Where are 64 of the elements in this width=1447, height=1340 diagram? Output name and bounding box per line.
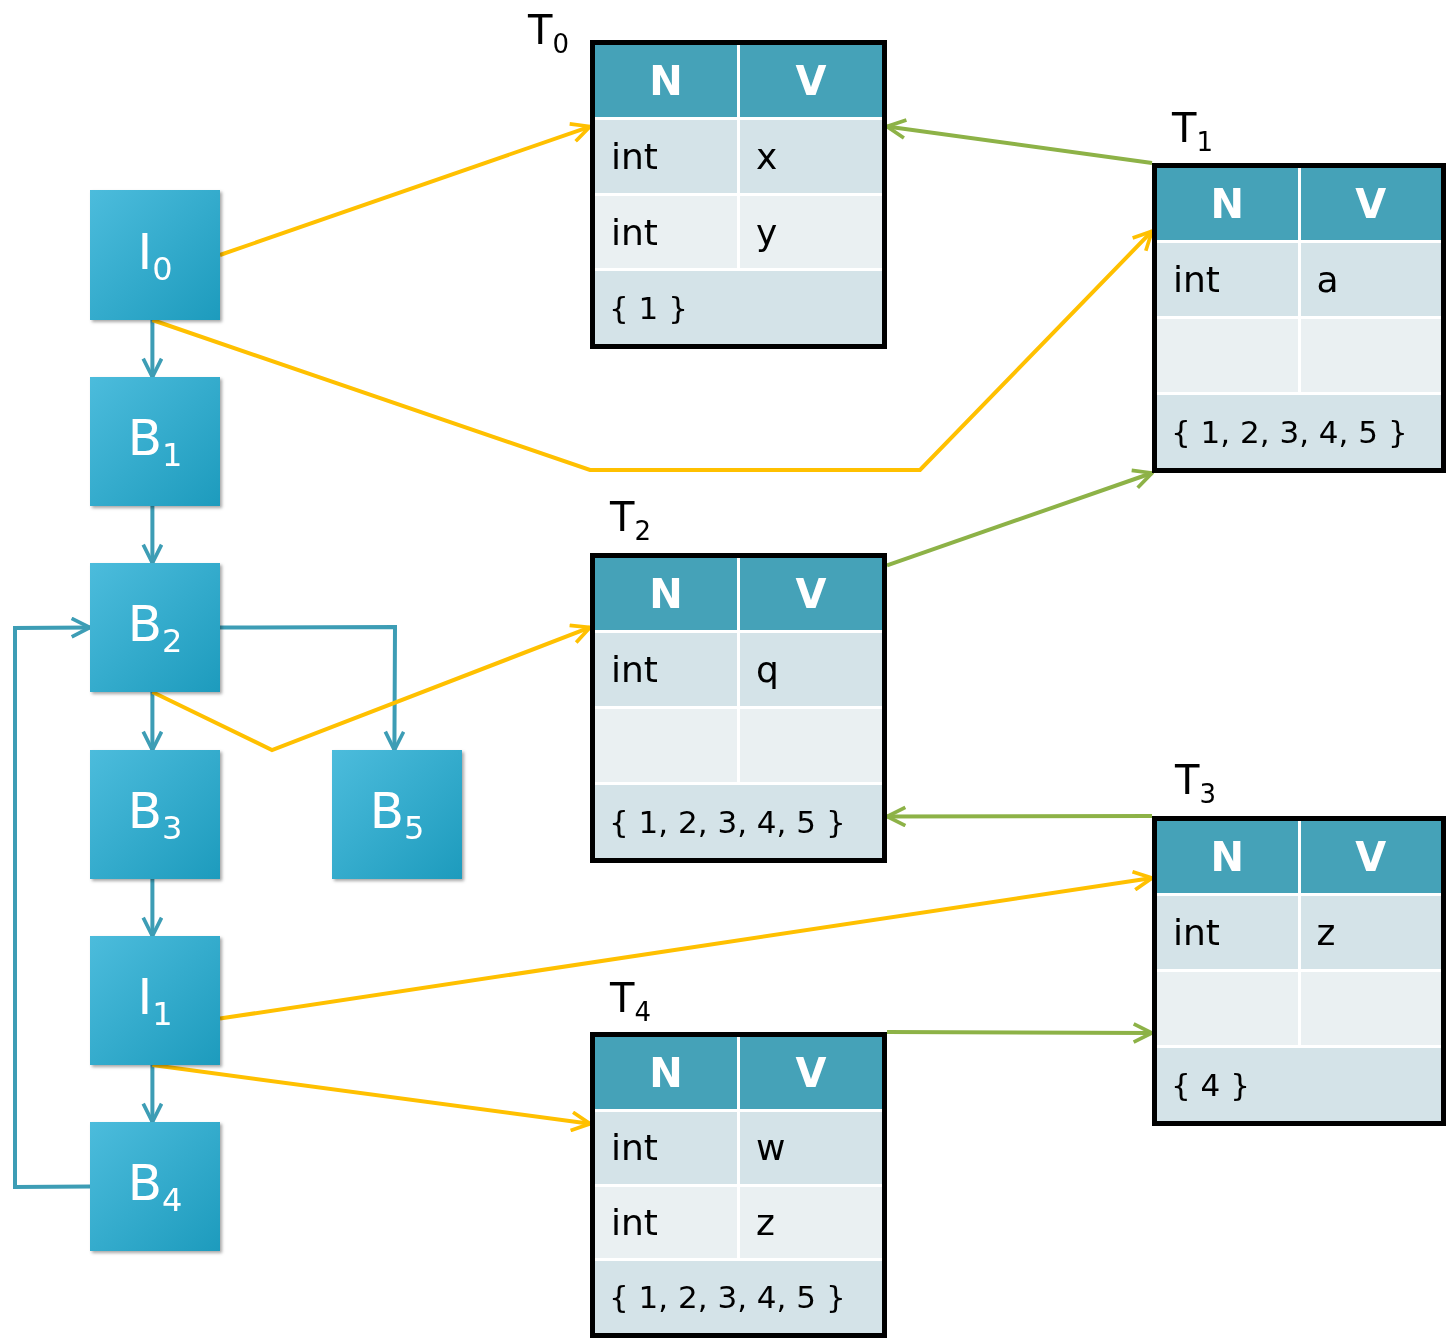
block-box — [90, 1122, 220, 1251]
block-label: I$_{1}$ — [137, 968, 173, 1033]
arrow — [886, 468, 1154, 568]
block-box — [90, 750, 220, 879]
table-title: T$_{0}$ — [528, 10, 569, 57]
table-cell: { 1, 2, 3, 4, 5 } — [595, 785, 882, 858]
table-cell: { 1 } — [595, 271, 882, 344]
block-box — [90, 377, 220, 506]
column-header: V — [740, 45, 882, 117]
table-title: T$_{1}$ — [1172, 108, 1213, 155]
block-label: B$_{1}$ — [127, 409, 183, 474]
table-cell: { 4 } — [1157, 1048, 1441, 1121]
table-cell: { 1, 2, 3, 4, 5 } — [1157, 395, 1441, 468]
arrow — [220, 625, 406, 752]
table-cell: int — [1157, 243, 1298, 316]
arrow — [141, 506, 164, 565]
table-cell: a — [1300, 243, 1441, 316]
table-title: T$_{4}$ — [610, 978, 651, 1025]
table-cell: int — [595, 1186, 737, 1259]
column-header: N — [595, 45, 737, 117]
table-title: T$_{2}$ — [610, 497, 651, 544]
block-label: B$_{4}$ — [127, 1154, 183, 1219]
column-header: V — [1300, 168, 1441, 240]
arrow — [141, 1065, 164, 1124]
arrow — [885, 805, 1152, 828]
table-cell: int — [1157, 896, 1298, 969]
table-cell: int — [595, 120, 737, 193]
block-box — [90, 563, 220, 692]
block-label: I$_{0}$ — [137, 222, 173, 288]
table-cell: y — [740, 195, 882, 269]
arrow — [141, 692, 164, 752]
arrow — [887, 1021, 1154, 1044]
column-header: N — [1157, 821, 1298, 893]
table-cell: q — [740, 633, 882, 706]
arrow — [151, 623, 592, 753]
table-cell: { 1, 2, 3, 4, 5 } — [595, 1261, 882, 1333]
block-box — [332, 750, 462, 879]
table-cell: x — [740, 120, 882, 193]
table-cell: int — [595, 1112, 737, 1184]
arrow — [219, 869, 1154, 1021]
table-cell: w — [740, 1112, 882, 1184]
block-label: B$_{3}$ — [127, 782, 183, 847]
arrow — [13, 616, 92, 1189]
table-cell: z — [1300, 896, 1441, 969]
arrow — [219, 122, 592, 257]
table-title: T$_{3}$ — [1175, 760, 1216, 807]
block-box — [90, 190, 220, 320]
column-header: V — [740, 1037, 882, 1109]
column-header: N — [1157, 168, 1298, 240]
arrow — [885, 118, 1153, 165]
arrow — [141, 879, 164, 938]
table-cell: z — [740, 1186, 882, 1259]
table-cell: int — [595, 195, 737, 269]
arrow — [152, 1063, 592, 1133]
table-cell: int — [595, 633, 737, 706]
block-box — [90, 936, 220, 1065]
column-header: V — [740, 558, 882, 630]
column-header: V — [1300, 821, 1441, 893]
arrow — [151, 229, 1154, 472]
column-header: N — [595, 1037, 737, 1109]
block-label: B$_{2}$ — [127, 595, 183, 660]
column-header: N — [595, 558, 737, 630]
arrow — [141, 320, 164, 379]
block-label: B$_{5}$ — [369, 782, 425, 847]
